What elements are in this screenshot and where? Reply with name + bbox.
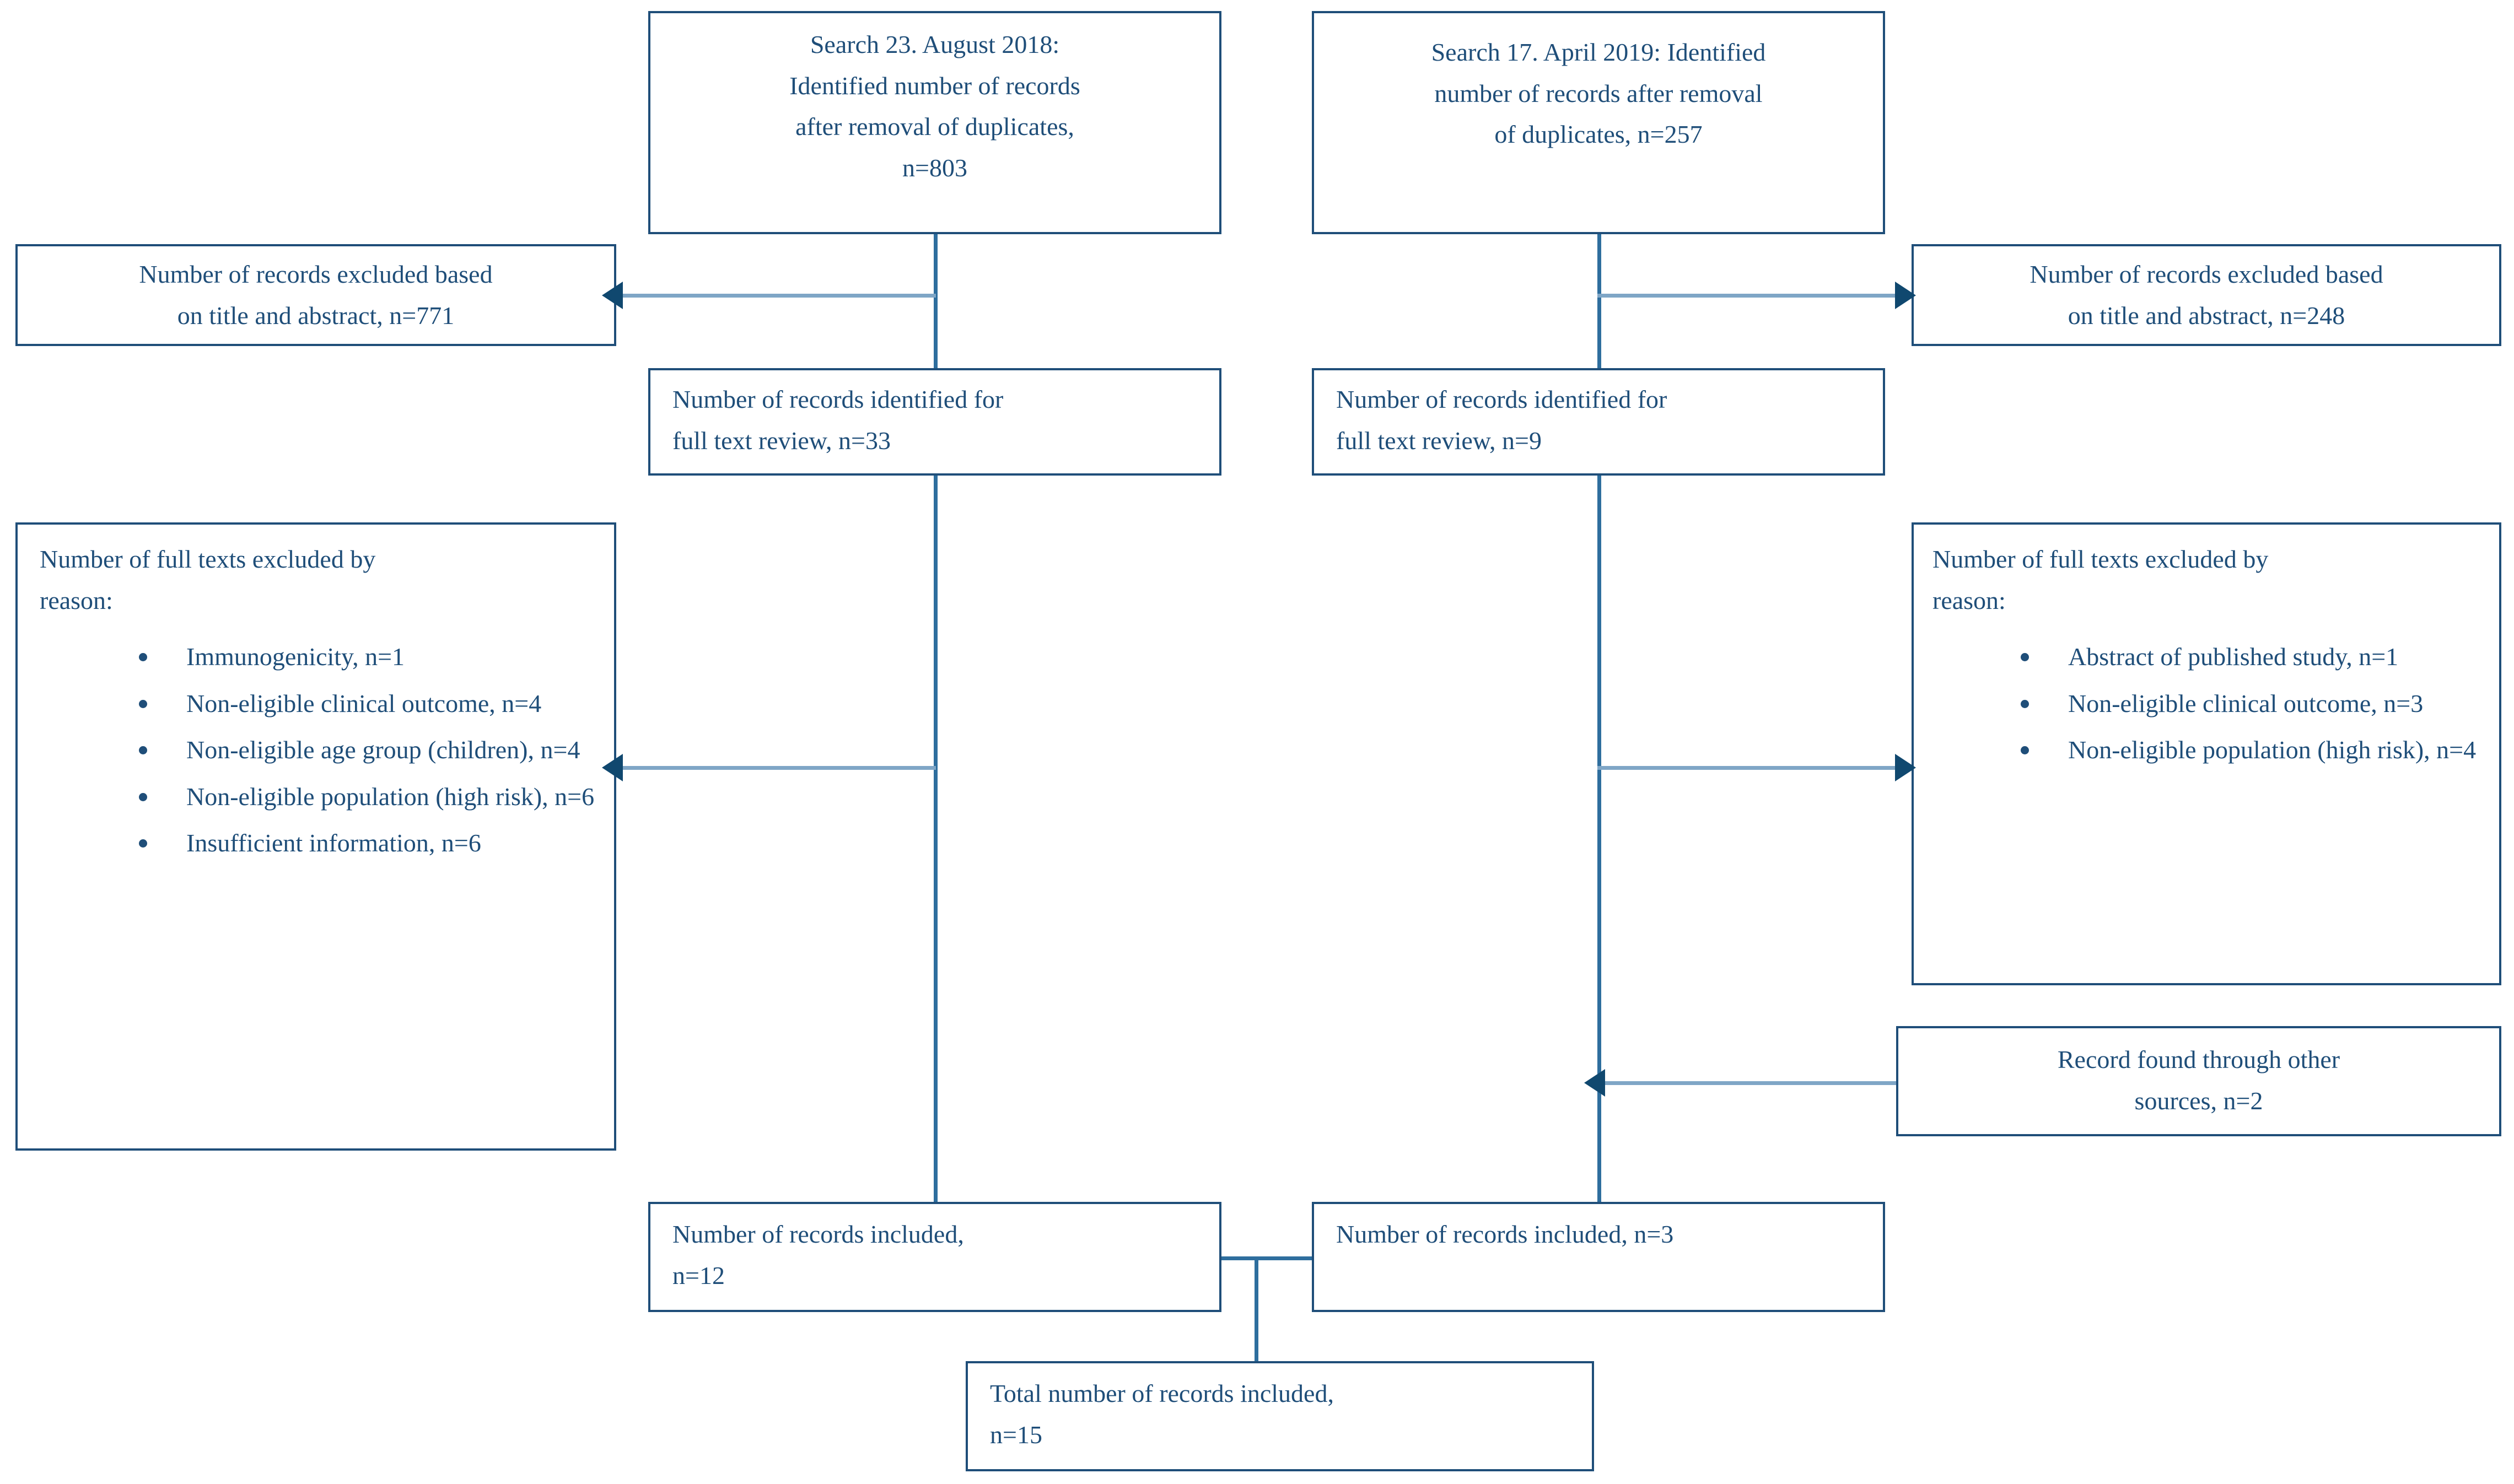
search-2019-line1: Search 17. April 2019: Identified — [1431, 38, 1766, 66]
arrowhead-other-sources — [1584, 1069, 1605, 1097]
connector-left-trunk — [934, 232, 938, 1202]
included-left-line2: n=12 — [672, 1261, 725, 1289]
box-fulltext-excluded-left: Number of full texts excluded by reason:… — [15, 522, 616, 1151]
connector-excluded-right-line — [1597, 294, 1906, 298]
fulltext-excluded-right-heading2: reason: — [1932, 586, 2006, 614]
list-item: Abstract of published study, n=1 — [2021, 636, 2485, 678]
arrowhead-fulltext-excluded-right — [1895, 754, 1916, 781]
box-included-left: Number of records included, n=12 — [648, 1202, 1221, 1312]
box-included-right: Number of records included, n=3 — [1312, 1202, 1885, 1312]
included-right-line1: Number of records included, n=3 — [1336, 1220, 1674, 1248]
box-excluded-title-abstract-right: Number of records excluded based on titl… — [1912, 244, 2501, 346]
box-fulltext-review-left: Number of records identified for full te… — [648, 368, 1221, 476]
connector-fulltext-excluded-left-line — [622, 766, 936, 770]
box-search-2019: Search 17. April 2019: Identified number… — [1312, 11, 1885, 234]
arrowhead-excluded-right — [1895, 282, 1916, 309]
other-sources-line1: Record found through other — [2057, 1045, 2340, 1073]
other-sources-line2: sources, n=2 — [2134, 1086, 2263, 1115]
total-included-line1: Total number of records included, — [990, 1379, 1334, 1407]
list-item: Immunogenicity, n=1 — [139, 636, 600, 678]
fulltext-review-right-line1: Number of records identified for — [1336, 385, 1667, 413]
box-total-included: Total number of records included, n=15 — [966, 1361, 1594, 1471]
search-2018-line1: Search 23. August 2018: — [810, 30, 1060, 58]
fulltext-excluded-left-heading2: reason: — [40, 586, 113, 614]
excluded-left-line1: Number of records excluded based — [139, 260, 493, 288]
connector-total-drop — [1255, 1256, 1258, 1361]
connector-other-sources-line — [1598, 1081, 1896, 1085]
connector-excluded-left-line — [622, 294, 936, 298]
list-item: Non-eligible population (high risk), n=6 — [139, 776, 600, 818]
fulltext-excluded-left-reason-list: Immunogenicity, n=1 Non-eligible clinica… — [40, 636, 600, 864]
list-item: Non-eligible clinical outcome, n=3 — [2021, 683, 2485, 725]
total-included-line2: n=15 — [990, 1420, 1042, 1449]
arrowhead-fulltext-excluded-left — [602, 754, 623, 781]
search-2018-line2: Identified number of records — [789, 71, 1080, 100]
connector-right-trunk — [1597, 232, 1601, 1202]
connector-fulltext-excluded-right-line — [1597, 766, 1906, 770]
included-left-line1: Number of records included, — [672, 1220, 964, 1248]
fulltext-excluded-left-heading1: Number of full texts excluded by — [40, 545, 376, 573]
list-item: Insufficient information, n=6 — [139, 823, 600, 864]
arrowhead-excluded-left — [602, 282, 623, 309]
excluded-right-line1: Number of records excluded based — [2029, 260, 2383, 288]
search-2018-line3: after removal of duplicates, — [795, 112, 1074, 141]
fulltext-review-left-line1: Number of records identified for — [672, 385, 1004, 413]
fulltext-excluded-right-reason-list: Abstract of published study, n=1 Non-eli… — [1932, 636, 2485, 771]
list-item: Non-eligible age group (children), n=4 — [139, 730, 600, 771]
excluded-left-line2: on title and abstract, n=771 — [177, 301, 455, 330]
box-search-2018: Search 23. August 2018: Identified numbe… — [648, 11, 1221, 234]
search-2019-line2: number of records after removal — [1434, 79, 1763, 107]
excluded-right-line2: on title and abstract, n=248 — [2068, 301, 2345, 330]
list-item: Non-eligible population (high risk), n=4 — [2021, 730, 2485, 771]
box-fulltext-excluded-right: Number of full texts excluded by reason:… — [1912, 522, 2501, 985]
fulltext-review-right-line2: full text review, n=9 — [1336, 426, 1542, 455]
box-other-sources: Record found through other sources, n=2 — [1896, 1026, 2501, 1136]
search-2019-line3: of duplicates, n=257 — [1494, 120, 1703, 149]
box-fulltext-review-right: Number of records identified for full te… — [1312, 368, 1885, 476]
search-2018-line4: n=803 — [902, 153, 967, 182]
box-excluded-title-abstract-left: Number of records excluded based on titl… — [15, 244, 616, 346]
list-item: Non-eligible clinical outcome, n=4 — [139, 683, 600, 725]
fulltext-review-left-line2: full text review, n=33 — [672, 426, 891, 455]
fulltext-excluded-right-heading1: Number of full texts excluded by — [1932, 545, 2269, 573]
